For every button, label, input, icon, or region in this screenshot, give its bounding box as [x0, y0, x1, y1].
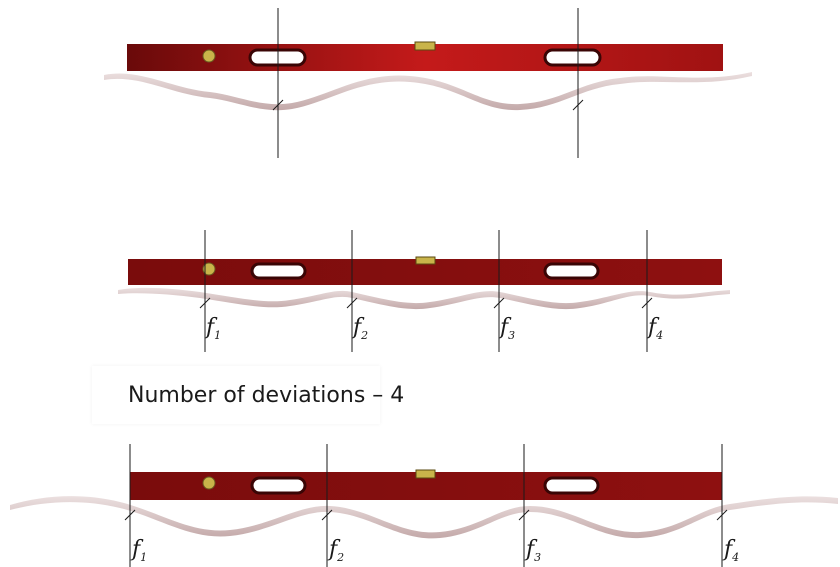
scene-middle: f1 f2 f3 f4 [118, 230, 730, 352]
deviation-label: f1 [204, 315, 221, 342]
end-vial-icon [202, 262, 216, 276]
handle-right-icon [543, 262, 600, 280]
deviation-label: f3 [498, 315, 515, 342]
caption-box: Number of deviations – 4 [92, 366, 404, 424]
deviation-label: f1 [130, 537, 147, 564]
tick-mark [572, 99, 584, 111]
tick-mark [493, 297, 505, 309]
tick-mark [716, 509, 728, 521]
tick-mark [518, 509, 530, 521]
caption-text: Number of deviations – 4 [128, 382, 405, 408]
surface-wave-top [104, 72, 752, 111]
deviation-label: f4 [646, 315, 663, 342]
tick-mark [199, 297, 211, 309]
bubble-vial-icon [414, 41, 436, 51]
scene-top [104, 8, 752, 158]
tick-mark [346, 297, 358, 309]
tick-mark [272, 99, 284, 111]
deviation-label: f4 [722, 537, 739, 564]
tick-mark [641, 297, 653, 309]
bubble-vial-icon [415, 256, 436, 265]
handle-right-icon [543, 476, 600, 495]
end-vial-icon [202, 476, 216, 490]
deviation-label: f2 [351, 315, 368, 342]
deviation-label: f3 [524, 537, 541, 564]
surface-wave-bottom [10, 496, 838, 539]
tick-mark [124, 509, 136, 521]
handle-right-icon [543, 48, 602, 67]
handle-left-icon [250, 476, 307, 495]
deviation-label: f2 [327, 537, 344, 564]
tick-mark [321, 509, 333, 521]
scene-bottom: f1 f2 f3 f4 [10, 444, 838, 567]
end-vial-icon [202, 49, 216, 63]
handle-left-icon [250, 262, 307, 280]
surface-wave-middle [118, 287, 730, 310]
bubble-vial-icon [415, 469, 436, 479]
